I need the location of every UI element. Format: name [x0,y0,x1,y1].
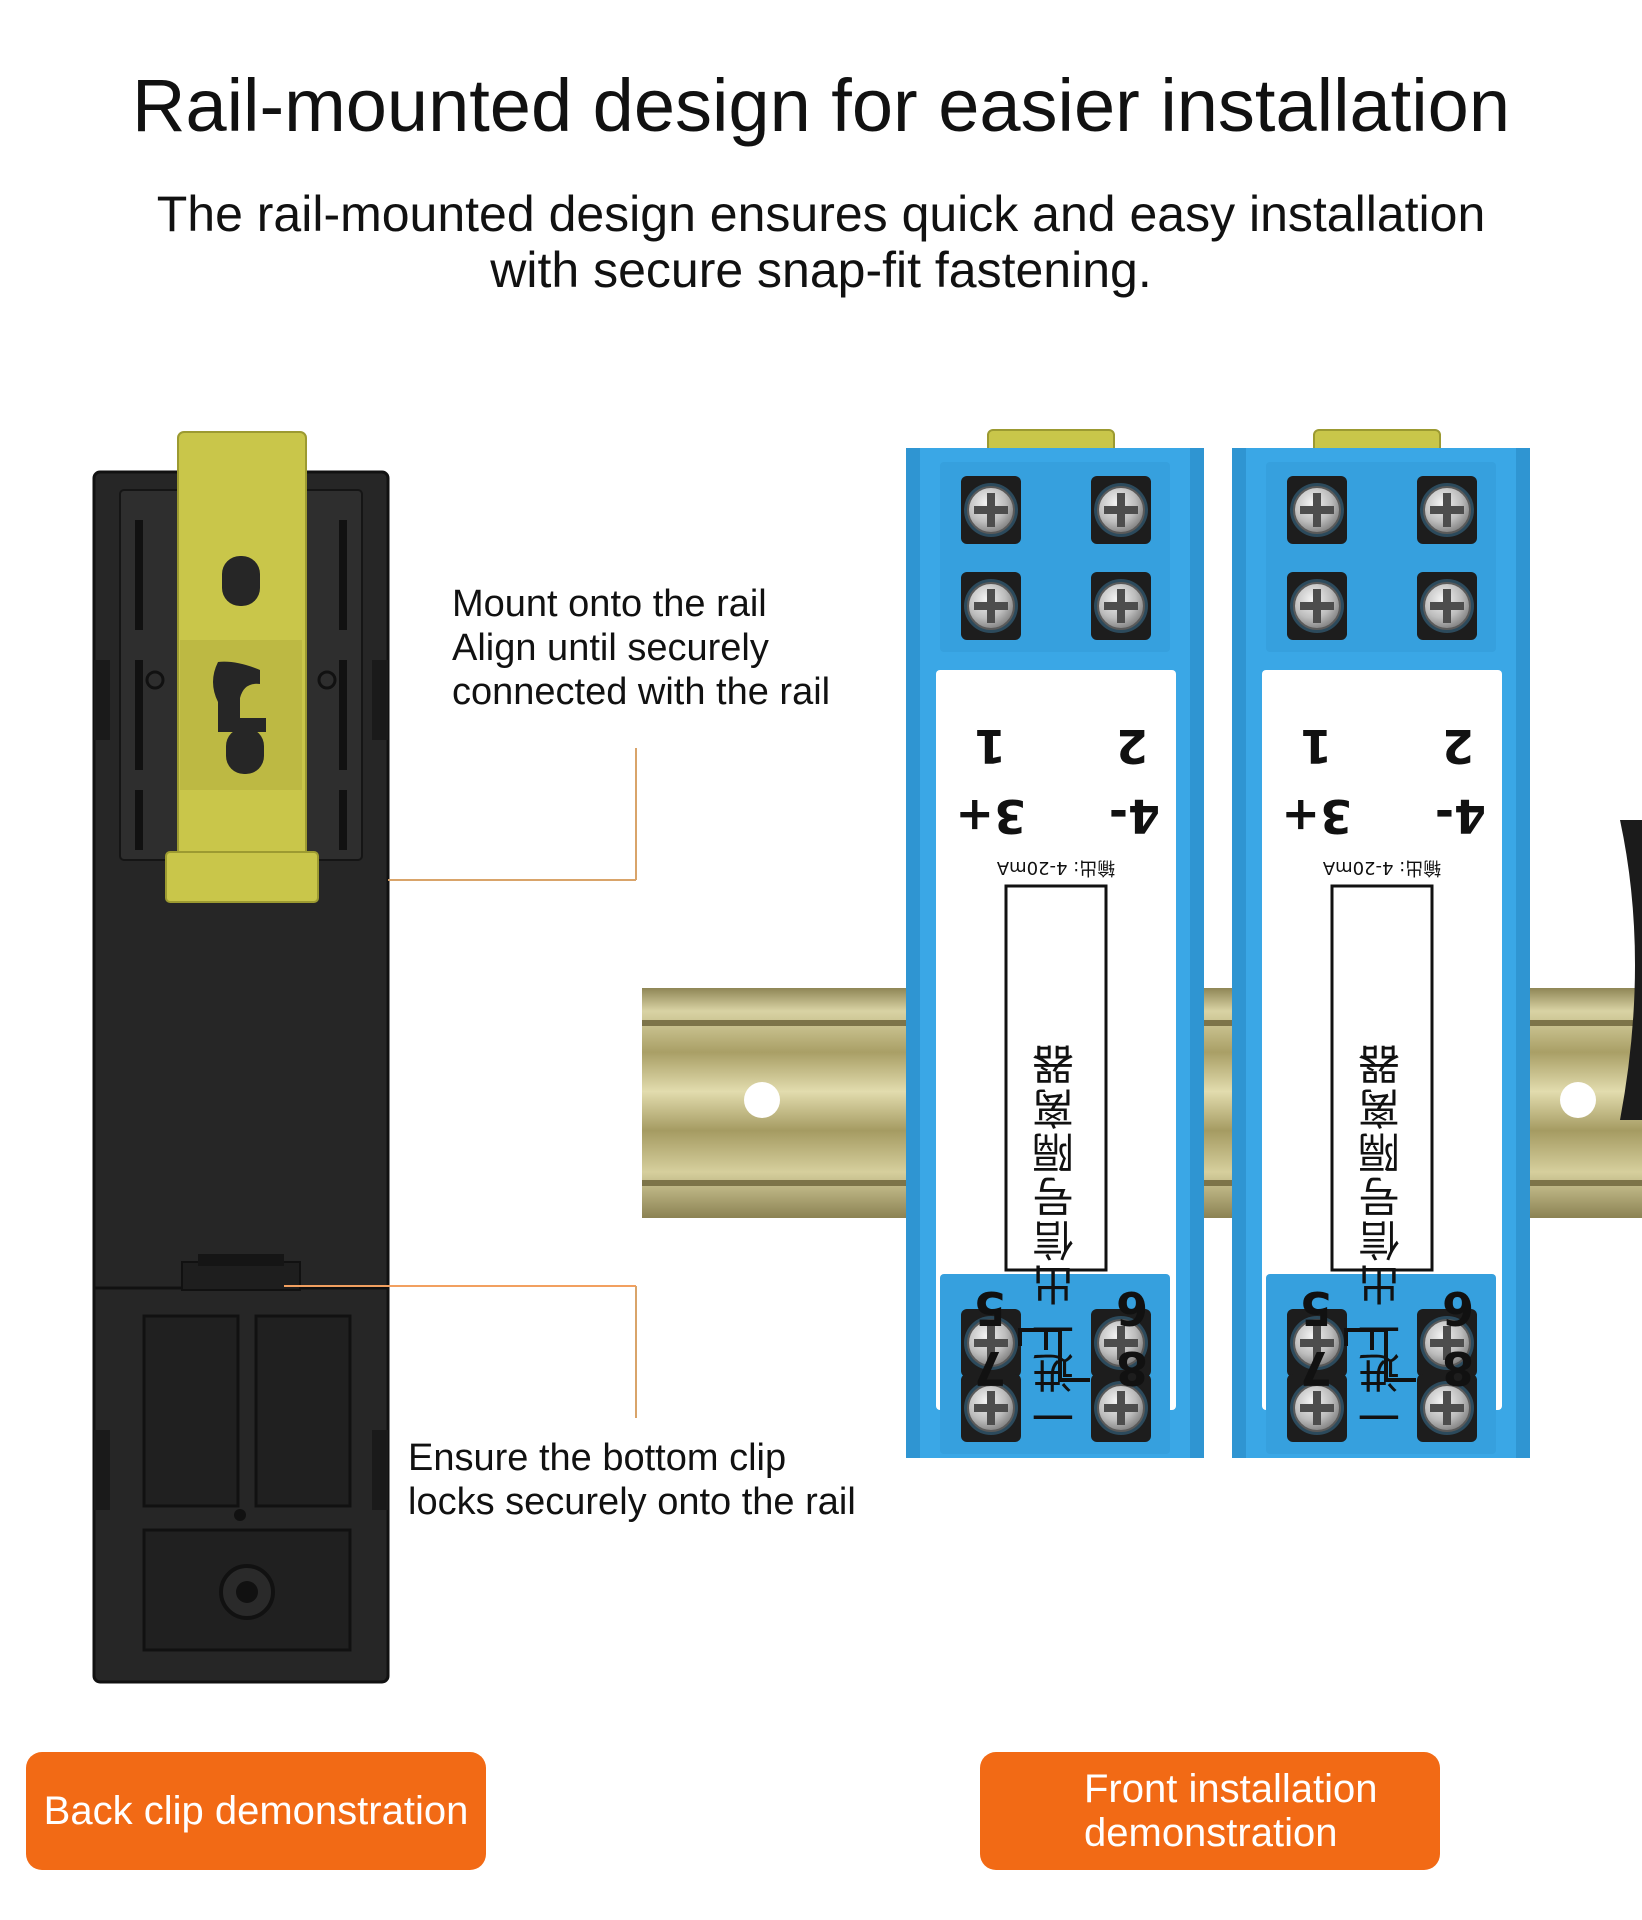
terminal-label-8: 8 [1116,1341,1148,1395]
callout-bottom-clip: Ensure the bottom clip locks securely on… [408,1436,856,1524]
module-2-label: 8 7 6 5 一进一出信号隔离器 输出: 4-20mA 4- 3+ 2 1 [1281,719,1486,1438]
terminal-label-2: 2 [1442,719,1474,773]
terminal-label-7: 7 [974,1341,1006,1395]
front-install-demo-label-1: Front installation [1084,1767,1378,1811]
terminal-label-5: 5 [1300,1281,1332,1335]
module-1-label: 8 7 6 5 一进一出信号隔离器 输出: 4-20mA 4- 3+ 2 1 [955,719,1160,1438]
front-install-demo-label-2: demonstration [1084,1811,1338,1855]
terminal-label-8: 8 [1442,1341,1474,1395]
terminal-label-3: 3+ [955,789,1026,843]
terminal-label-6: 6 [1116,1281,1148,1335]
output-spec: 输出: 4-20mA [996,857,1115,878]
terminal-label-3: 3+ [1281,789,1352,843]
terminal-label-1: 1 [974,719,1006,773]
page-title: Rail-mounted design for easier installat… [132,64,1510,147]
terminal-label-4: 4- [1435,789,1486,843]
terminal-label-7: 7 [1300,1341,1332,1395]
output-spec: 输出: 4-20mA [1322,857,1441,878]
terminal-label-2: 2 [1116,719,1148,773]
terminal-label-4: 4- [1109,789,1160,843]
product-name: 一进一出信号隔离器 [1358,1042,1407,1438]
subtitle-line-1: The rail-mounted design ensures quick an… [156,186,1486,242]
terminal-label-6: 6 [1442,1281,1474,1335]
rail-hole-right [1560,1082,1596,1118]
back-clip-demo-label: Back clip demonstration [43,1789,469,1833]
callout-mount-line-2: Align until securely [452,627,769,669]
page-subtitle: The rail-mounted design ensures quick an… [0,186,1642,298]
back-clip-demo-button[interactable]: Back clip demonstration [26,1752,486,1870]
product-name: 一进一出信号隔离器 [1032,1042,1081,1438]
callout-leader-top [388,748,637,881]
edge-shadow [1620,820,1642,1120]
callout-mount-line-3: connected with the rail [452,671,831,713]
back-view-module [92,431,390,1684]
terminal-label-5: 5 [974,1281,1006,1335]
callout-mount-line-1: Mount onto the rail [452,583,767,625]
callout-bottom-clip-line-1: Ensure the bottom clip [408,1437,787,1479]
back-clip [165,431,319,903]
front-install-demo-button[interactable]: Front installation demonstration [980,1752,1440,1870]
subtitle-line-2: with secure snap-fit fastening. [490,242,1152,298]
callout-bottom-clip-line-2: locks securely onto the rail [408,1481,856,1523]
terminal-label-1: 1 [1300,719,1332,773]
callout-leader-bottom [284,1285,637,1418]
rail-hole-left [744,1082,780,1118]
callout-mount: Mount onto the rail Align until securely… [452,582,830,714]
